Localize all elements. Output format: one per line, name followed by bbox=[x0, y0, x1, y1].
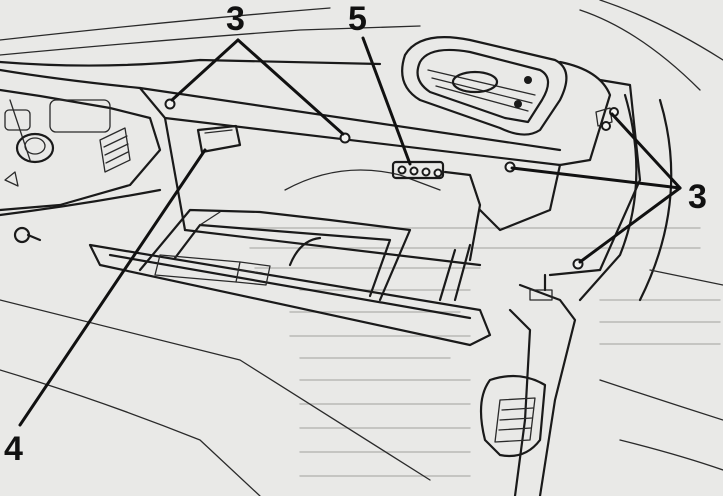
screw-hole-5 bbox=[601, 121, 611, 131]
callout-labels: 3 5 3 4 bbox=[4, 0, 707, 468]
leader-lines bbox=[18, 36, 682, 427]
leader-3-right-a bbox=[610, 112, 682, 190]
leader-4 bbox=[18, 148, 207, 427]
windshield-outline bbox=[0, 0, 723, 91]
glovebox-lid bbox=[88, 208, 492, 347]
leader-3-right-b bbox=[510, 166, 682, 190]
floor-contours bbox=[0, 269, 723, 496]
leader-3-left-a bbox=[170, 38, 240, 102]
callout-5: 5 bbox=[348, 0, 367, 38]
callout-3-right: 3 bbox=[688, 178, 707, 216]
bleed-through-text bbox=[239, 227, 721, 477]
leader-3-left-b bbox=[236, 38, 345, 136]
leader-5 bbox=[361, 36, 412, 166]
callout-4: 4 bbox=[4, 430, 23, 468]
center-console bbox=[0, 88, 162, 244]
glovebox-lamp bbox=[196, 124, 242, 154]
callout-3-left: 3 bbox=[226, 0, 245, 38]
floor-console bbox=[479, 273, 577, 496]
air-vent bbox=[401, 36, 612, 167]
leader-3-right-c bbox=[578, 186, 682, 264]
screw-hole-2 bbox=[339, 132, 351, 144]
glovebox-opening bbox=[163, 116, 482, 302]
screw-hole-1 bbox=[164, 98, 176, 110]
connector-block bbox=[391, 160, 445, 180]
